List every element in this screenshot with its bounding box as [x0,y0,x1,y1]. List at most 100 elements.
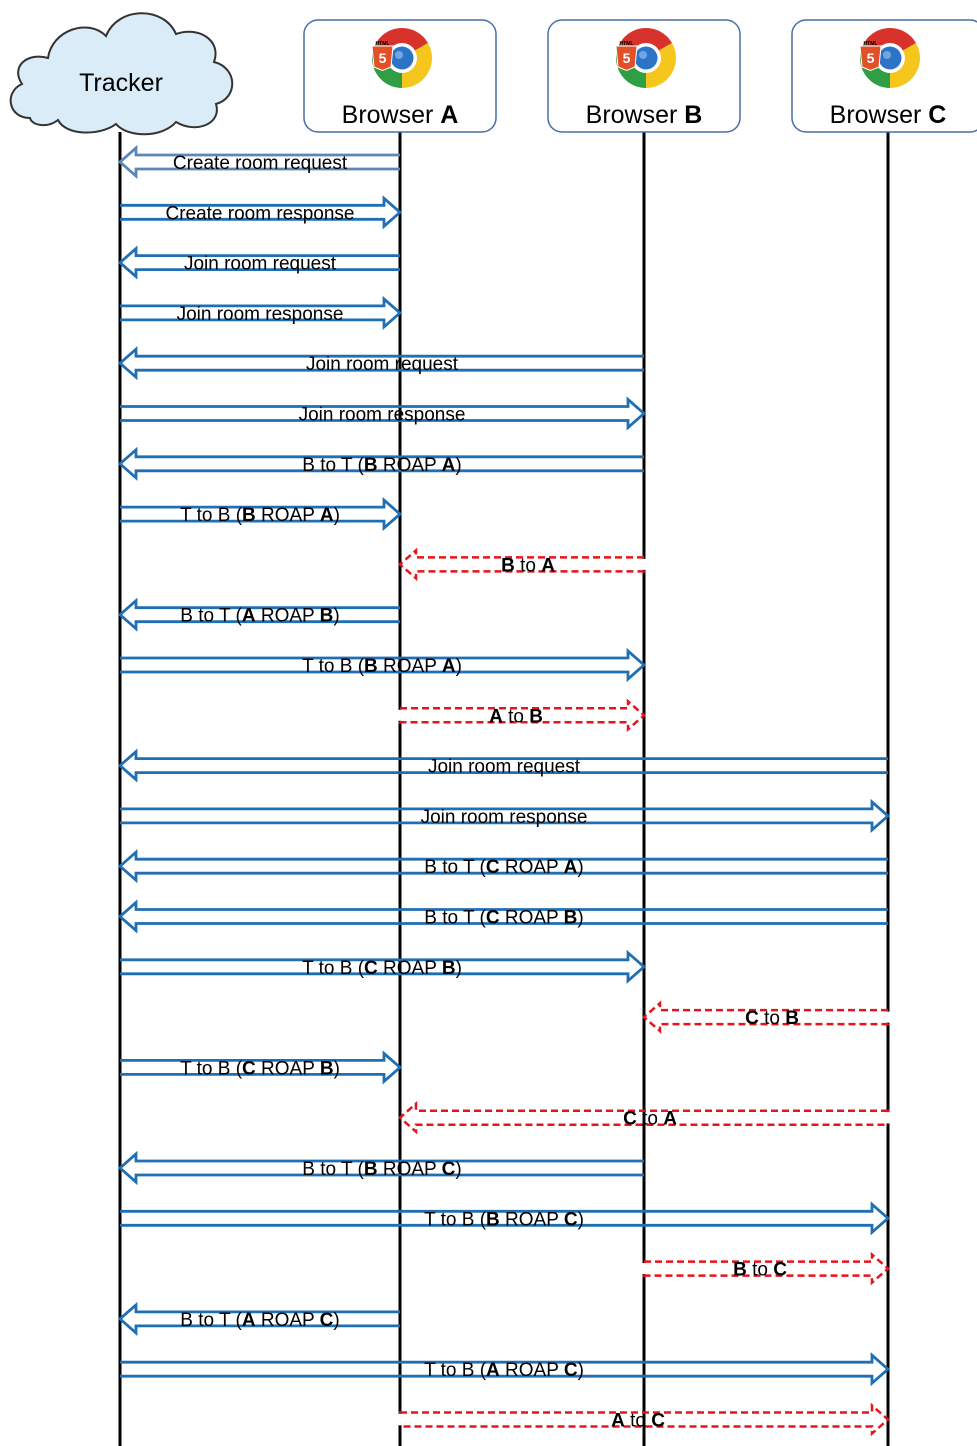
server-message: T to B (B ROAP A) [120,497,403,532]
svg-text:HTML: HTML [620,41,634,47]
message-label: B to T (C ROAP B) [424,908,583,929]
p2p-message: A to B [398,698,646,733]
svg-text:5: 5 [867,50,875,66]
server-message: B to T (B ROAP A) [117,446,644,481]
svg-text:5: 5 [379,50,387,66]
server-message: B to T (C ROAP B) [117,899,888,934]
server-message: B to T (B ROAP C) [117,1150,644,1186]
server-message: T to B (B ROAP C) [120,1201,891,1236]
message-arrow [120,1201,891,1236]
message-label: T to B (B ROAP A) [302,656,462,677]
message-label: B to T (B ROAP C) [302,1159,461,1180]
message-arrow [398,547,646,582]
message-label: Join room request [184,254,337,275]
server-message: Join room request [117,748,888,783]
message-arrow [117,144,400,180]
message-label: Join room request [306,354,459,375]
message-arrow [120,295,403,330]
message-label: A to C [611,1411,665,1432]
chrome-html5-logo: 5 HTML [615,27,676,88]
message-arrow [117,597,400,632]
message-arrow [117,899,888,934]
chrome-html5-logo: 5 HTML [859,27,921,88]
p2p-message: A to C [398,1402,890,1437]
server-message: Join room response [120,396,647,431]
chrome-html5-logo: 5 HTML [371,27,433,88]
message-label: Join room response [177,304,344,325]
message-arrow [120,396,647,431]
message-arrow [398,698,646,733]
message-label: B to T (B ROAP A) [302,455,461,476]
server-message: B to T (A ROAP B) [117,597,400,632]
message-arrow [120,647,647,683]
message-arrow [117,748,888,783]
server-message: Join room request [117,346,644,381]
message-arrow [117,446,644,481]
server-message: Join room request [117,245,400,280]
message-label: B to C [733,1260,787,1281]
server-message: Create room response [120,195,403,230]
server-message: Create room request [117,144,400,180]
message-label: A to B [489,706,543,727]
browser-a-label: Browser A [342,101,459,129]
server-message: T to B (C ROAP B) [120,1050,403,1085]
participant-headers: Tracker 5 HTML Browser A 5 HTML Browser B 5 HTML… [9,12,977,136]
message-label: Create room request [173,153,348,174]
lifelines [118,132,890,1446]
server-message: Join room response [120,798,891,833]
message-label: B to T (A ROAP C) [180,1310,339,1331]
svg-text:HTML: HTML [864,41,878,47]
browser-b-label: Browser B [586,101,703,129]
message-label: Join room response [421,807,588,828]
message-arrow [117,245,400,280]
server-message: T to B (B ROAP A) [120,647,647,683]
message-label: T to B (C ROAP B) [180,1058,340,1079]
message-arrow [117,346,644,381]
server-message: T to B (A ROAP C) [120,1352,891,1387]
p2p-message: B to C [642,1251,890,1286]
server-message: B to T (A ROAP C) [117,1301,400,1336]
tracker-node: Tracker [9,12,234,136]
server-message: Join room response [120,295,403,330]
browser-c-label: Browser C [830,101,947,129]
message-label: T to B (B ROAP A) [180,505,340,526]
message-label: Create room response [165,203,354,224]
message-arrow [117,1301,400,1336]
message-arrow [120,1050,403,1085]
message-arrow [120,195,403,230]
message-label: T to B (B ROAP C) [424,1209,584,1230]
message-arrow [120,798,891,833]
message-label: Join room response [299,405,466,426]
tracker-label: Tracker [79,69,163,97]
svg-text:HTML: HTML [376,41,390,47]
p2p-message: B to A [398,547,646,582]
browser-b-node: 5 HTML Browser B [547,19,741,133]
message-arrow [117,849,888,884]
cloud-icon [9,12,234,136]
message-arrow [642,1000,890,1034]
server-message: T to B (C ROAP B) [120,949,647,984]
message-arrow [398,1402,890,1437]
message-label: B to T (C ROAP A) [424,857,583,878]
browser-c-node: 5 HTML Browser C [791,19,977,133]
browser-a-node: 5 HTML Browser A [303,19,497,133]
message-label: T to B (A ROAP C) [424,1360,584,1381]
message-label: C to B [745,1008,799,1029]
p2p-message: C to A [398,1100,890,1135]
message-label: B to A [501,555,555,576]
message-label: C to A [623,1109,677,1130]
message-arrow [398,1100,890,1135]
message-arrow [120,1352,891,1387]
message-label: T to B (C ROAP B) [302,958,462,979]
message-label: Join room request [428,757,581,778]
message-label: B to T (A ROAP B) [180,606,339,627]
message-arrow [642,1251,890,1286]
p2p-message: C to B [642,1000,890,1034]
server-message: B to T (C ROAP A) [117,849,888,884]
message-arrow [120,949,647,984]
message-arrow [117,1150,644,1186]
message-arrow [120,497,403,532]
svg-text:5: 5 [623,50,631,66]
